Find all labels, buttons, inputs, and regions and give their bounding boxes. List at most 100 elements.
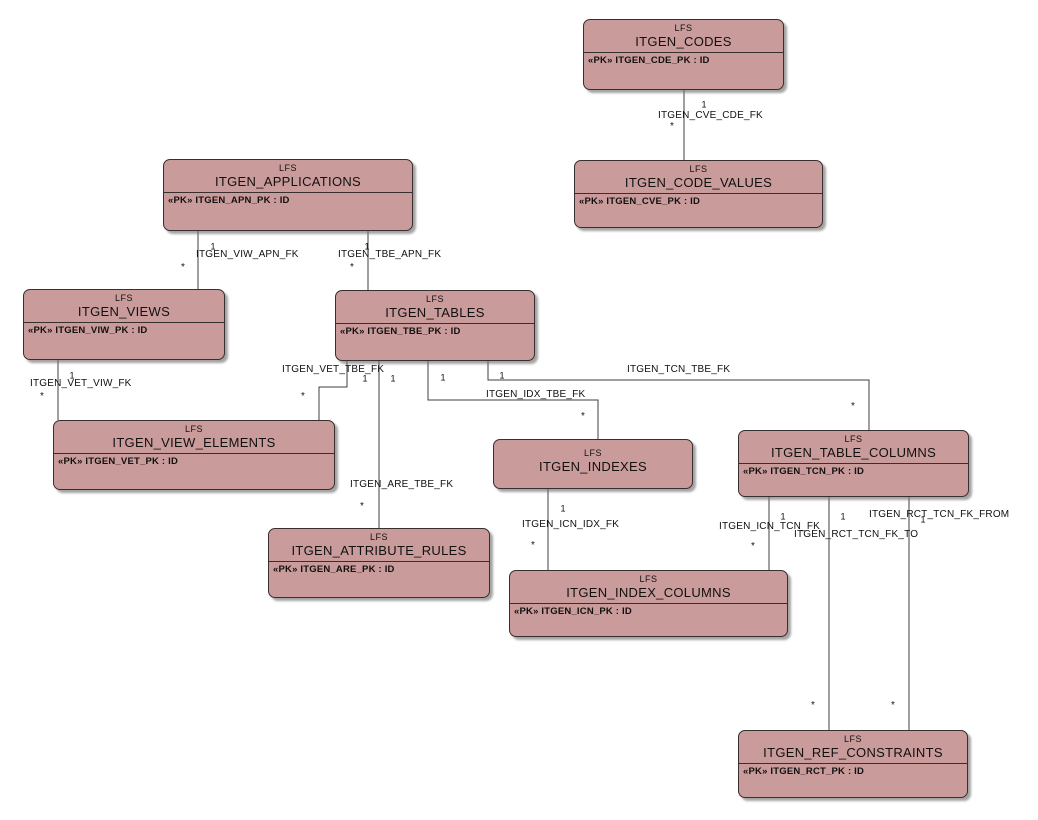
entity-name: ITGEN_CODES — [635, 34, 732, 49]
relationship-line-itgen-tcn-tbe-fk[interactable] — [487, 361, 870, 430]
entity-stereotype: LFS — [278, 163, 297, 173]
entity-attributes: «PK» ITGEN_VET_PK : ID — [54, 454, 334, 468]
relationship-line-itgen-idx-tbe-fk[interactable] — [427, 361, 599, 439]
entity-name: ITGEN_CODE_VALUES — [624, 175, 773, 190]
entity-name: ITGEN_VIEW_ELEMENTS — [112, 435, 276, 450]
relationship-label-itgen-vet-tbe-fk[interactable]: ITGEN_VET_TBE_FK — [282, 364, 385, 375]
entity-stereotype: LFS — [843, 734, 862, 744]
relationship-label-itgen-icn-tcn-fk[interactable]: ITGEN_ICN_TCN_FK — [719, 521, 820, 532]
relationship-label-itgen-rct-tcn-fk-from[interactable]: ITGEN_RCT_TCN_FK_FROM — [869, 509, 1010, 520]
entity-attributes: «PK» ITGEN_CVE_PK : ID — [575, 194, 822, 208]
multiplicity-many-itgen-idx-tbe-fk: * — [581, 411, 585, 422]
relationship-label-itgen-tbe-apn-fk[interactable]: ITGEN_TBE_APN_FK — [338, 249, 442, 260]
multiplicity-many-itgen-rct-tcn-fk-to: * — [811, 700, 815, 711]
entity-attributes: «PK» ITGEN_ICN_PK : ID — [510, 604, 787, 618]
entity-name: ITGEN_INDEX_COLUMNS — [566, 585, 731, 600]
multiplicity-many-itgen-cve-cde-fk: * — [670, 121, 674, 132]
entity-attributes: «PK» ITGEN_APN_PK : ID — [164, 193, 412, 207]
entity-attributes: «PK» ITGEN_VIW_PK : ID — [24, 323, 224, 337]
relationship-label-itgen-vet-viw-fk[interactable]: ITGEN_VET_VIW_FK — [30, 378, 132, 389]
entity-attributes: «PK» ITGEN_RCT_PK : ID — [739, 764, 967, 778]
entity-stereotype: LFS — [583, 448, 602, 458]
entity-attributes: «PK» ITGEN_TCN_PK : ID — [739, 464, 968, 478]
multiplicity-one-itgen-tbe-apn-fk: 1 — [364, 241, 370, 252]
multiplicity-one-itgen-rct-tcn-fk-from: 1 — [920, 514, 926, 525]
multiplicity-one-itgen-idx-tbe-fk: 1 — [440, 372, 446, 383]
entity-attributes: «PK» ITGEN_TBE_PK : ID — [336, 324, 534, 338]
entity-attribute-pk: «PK» ITGEN_APN_PK : ID — [168, 195, 290, 206]
entity-attribute-pk: «PK» ITGEN_TBE_PK : ID — [340, 326, 461, 337]
multiplicity-many-itgen-vet-tbe-fk: * — [301, 391, 305, 402]
multiplicity-one-itgen-rct-tcn-fk-to: 1 — [840, 511, 846, 522]
entity-attribute-pk: «PK» ITGEN_CDE_PK : ID — [588, 55, 710, 66]
entity-attribute-pk: «PK» ITGEN_ICN_PK : ID — [514, 606, 632, 617]
entity-stereotype: LFS — [844, 434, 863, 444]
multiplicity-many-itgen-are-tbe-fk: * — [360, 501, 364, 512]
relationship-label-itgen-viw-apn-fk[interactable]: ITGEN_VIW_APN_FK — [196, 249, 299, 260]
entity-name: ITGEN_ATTRIBUTE_RULES — [291, 543, 467, 558]
entity-stereotype: LFS — [425, 294, 444, 304]
relationship-label-itgen-idx-tbe-fk[interactable]: ITGEN_IDX_TBE_FK — [486, 389, 586, 400]
relationship-label-itgen-are-tbe-fk[interactable]: ITGEN_ARE_TBE_FK — [350, 479, 454, 490]
multiplicity-many-itgen-rct-tcn-fk-from: * — [891, 700, 895, 711]
multiplicity-one-itgen-cve-cde-fk: 1 — [701, 99, 707, 110]
multiplicity-one-itgen-icn-idx-fk: 1 — [560, 503, 566, 514]
multiplicity-one-itgen-vet-viw-fk: 1 — [69, 370, 75, 381]
relationship-label-itgen-cve-cde-fk[interactable]: ITGEN_CVE_CDE_FK — [658, 110, 763, 121]
entity-name: ITGEN_VIEWS — [77, 304, 171, 319]
entity-name: ITGEN_APPLICATIONS — [214, 174, 362, 189]
entity-attribute-pk: «PK» ITGEN_RCT_PK : ID — [743, 766, 865, 777]
multiplicity-one-itgen-tcn-tbe-fk: 1 — [499, 370, 505, 381]
entity-attribute-pk: «PK» ITGEN_CVE_PK : ID — [579, 196, 701, 207]
relationship-label-itgen-icn-idx-fk[interactable]: ITGEN_ICN_IDX_FK — [522, 519, 620, 530]
multiplicity-one-itgen-icn-tcn-fk: 1 — [780, 511, 786, 522]
entity-name: ITGEN_REF_CONSTRAINTS — [763, 745, 943, 760]
entity-stereotype: LFS — [674, 23, 693, 33]
entity-attribute-pk: «PK» ITGEN_VET_PK : ID — [58, 456, 179, 467]
relationship-label-itgen-tcn-tbe-fk[interactable]: ITGEN_TCN_TBE_FK — [627, 364, 731, 375]
multiplicity-one-itgen-viw-apn-fk: 1 — [210, 241, 216, 252]
multiplicity-one-itgen-are-tbe-fk: 1 — [390, 373, 396, 384]
relationship-line-itgen-vet-tbe-fk[interactable] — [318, 361, 348, 420]
multiplicity-one-itgen-vet-tbe-fk: 1 — [362, 373, 368, 384]
entity-stereotype: LFS — [639, 574, 658, 584]
multiplicity-many-itgen-tcn-tbe-fk: * — [851, 401, 855, 412]
entity-attribute-pk: «PK» ITGEN_VIW_PK : ID — [28, 325, 148, 336]
entity-stereotype: LFS — [184, 424, 203, 434]
relationship-label-itgen-rct-tcn-fk-to[interactable]: ITGEN_RCT_TCN_FK_TO — [794, 529, 919, 540]
multiplicity-many-itgen-viw-apn-fk: * — [181, 262, 185, 273]
entity-stereotype: LFS — [689, 164, 708, 174]
multiplicity-many-itgen-tbe-apn-fk: * — [350, 262, 354, 273]
entity-attribute-pk: «PK» ITGEN_ARE_PK : ID — [273, 564, 395, 575]
entity-name: ITGEN_TABLE_COLUMNS — [770, 445, 937, 460]
multiplicity-many-itgen-icn-tcn-fk: * — [751, 541, 755, 552]
entity-stereotype: LFS — [114, 293, 133, 303]
entity-attributes: «PK» ITGEN_CDE_PK : ID — [584, 53, 783, 67]
entity-name: ITGEN_TABLES — [385, 305, 485, 320]
entity-stereotype: LFS — [369, 532, 388, 542]
entity-attribute-pk: «PK» ITGEN_TCN_PK : ID — [743, 466, 865, 477]
